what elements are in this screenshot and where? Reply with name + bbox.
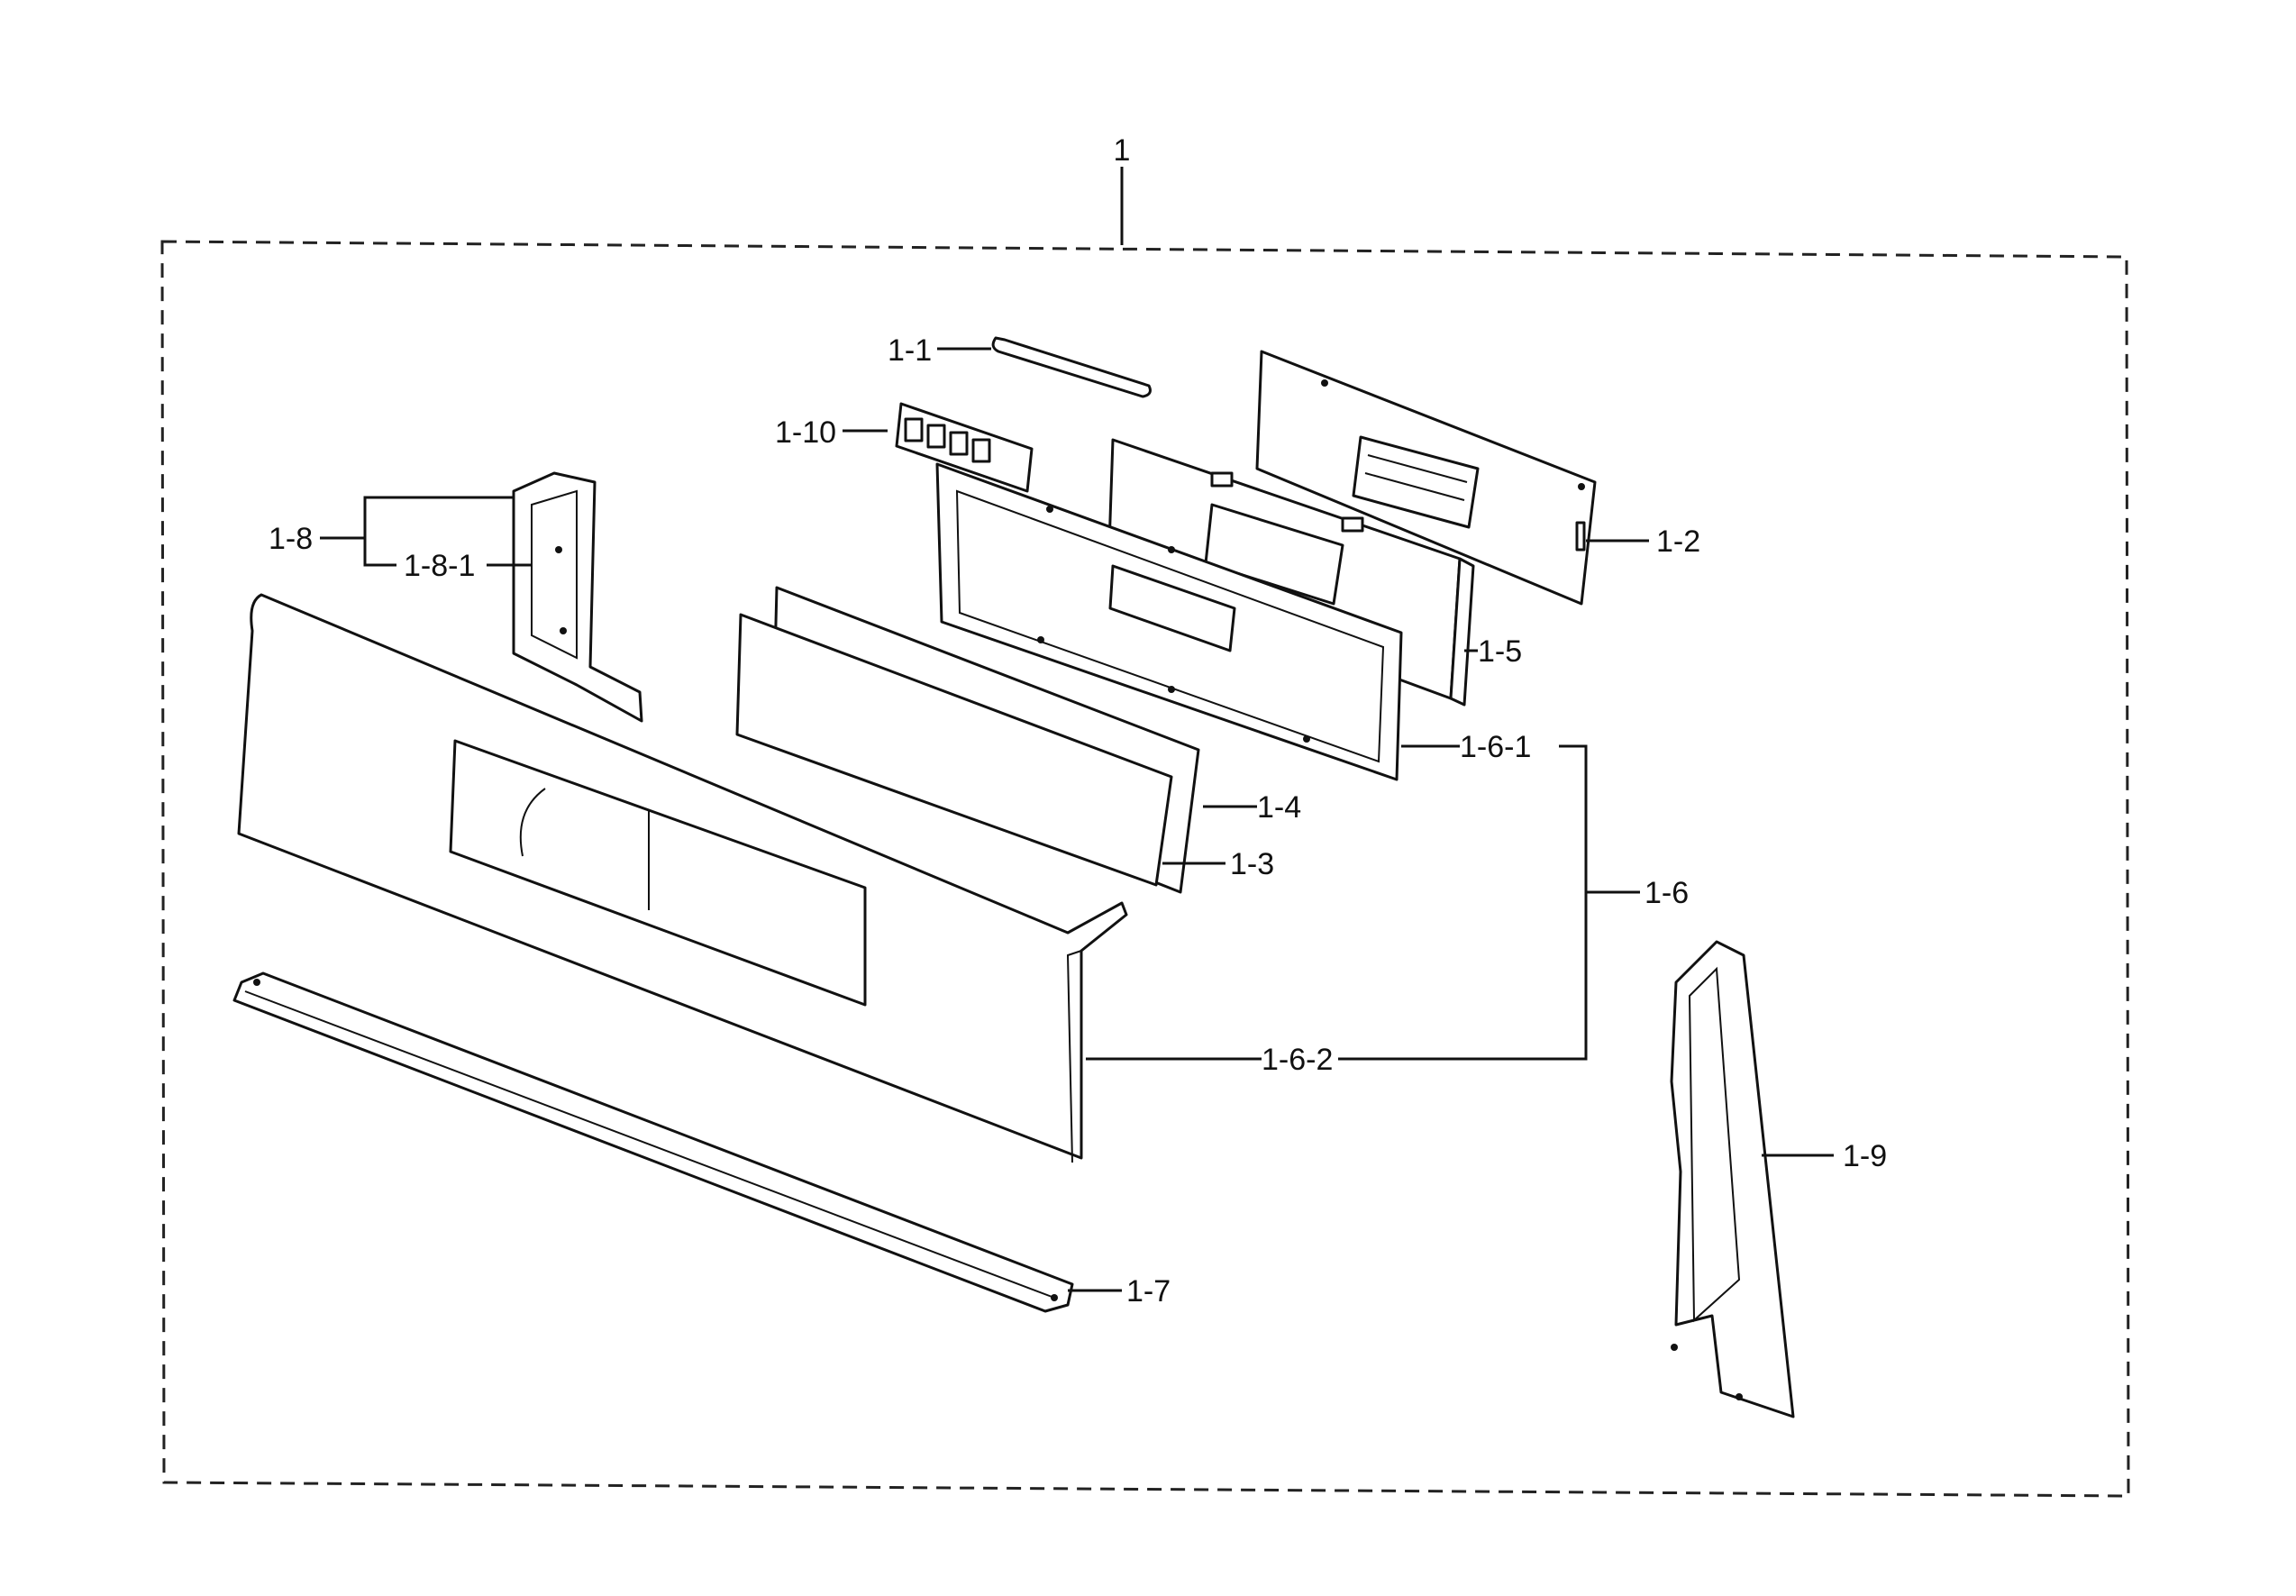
label-1-6-2: 1-6-2 xyxy=(1262,1043,1333,1077)
label-1-4: 1-4 xyxy=(1257,790,1301,825)
label-1-3: 1-3 xyxy=(1230,847,1274,881)
label-1-7: 1-7 xyxy=(1126,1274,1171,1309)
label-1-1: 1-1 xyxy=(888,333,932,368)
label-1-5: 1-5 xyxy=(1478,634,1522,669)
part-1-7-trim xyxy=(232,971,1074,1313)
part-1-2-pcb xyxy=(1255,350,1597,606)
leader-1-8-branch xyxy=(363,538,396,567)
part-1-6-2-control-panel xyxy=(237,593,1128,1163)
label-1-6: 1-6 xyxy=(1645,876,1689,910)
part-1-8-left-bracket xyxy=(512,471,643,723)
part-1-6-1-frame xyxy=(935,462,1403,781)
part-1-1-strap xyxy=(991,336,1152,398)
label-1-8: 1-8 xyxy=(269,522,313,556)
part-1-10-connector xyxy=(895,402,1034,493)
label-1-10: 1-10 xyxy=(775,415,836,450)
label-1-9: 1-9 xyxy=(1843,1139,1887,1173)
assembly-boundary xyxy=(160,240,2130,1498)
label-1-2: 1-2 xyxy=(1656,524,1700,559)
label-1-6-1: 1-6-1 xyxy=(1460,730,1531,764)
part-1-3-glass xyxy=(735,613,1173,887)
label-1-8-1: 1-8-1 xyxy=(404,549,475,583)
label-1: 1 xyxy=(1114,133,1131,168)
leader-1-8 xyxy=(320,496,514,540)
part-1-9-right-bracket xyxy=(1670,940,1795,1418)
leader-1-6-bracket xyxy=(1338,744,1588,1061)
